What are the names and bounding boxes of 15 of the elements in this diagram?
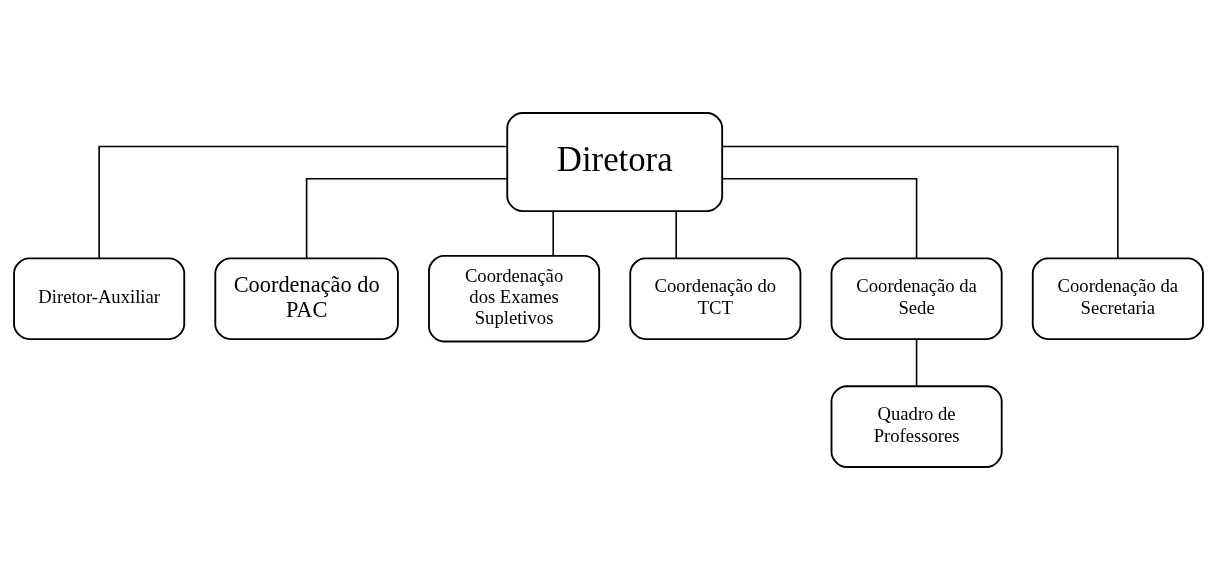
connector: [305, 178, 508, 259]
node-box: Quadro de Professores: [830, 385, 1003, 468]
node-box: Coordenação da Secretaria: [1031, 257, 1204, 340]
node-box: Diretora: [506, 112, 724, 213]
connector: [552, 210, 555, 257]
node-box: Coordenação do PAC: [214, 257, 399, 340]
connector: [675, 210, 677, 259]
node-box: Coordenação da Sede: [830, 257, 1003, 340]
connector: [721, 178, 918, 259]
connector: [915, 338, 918, 387]
node-box: Coordenação do TCT: [629, 257, 802, 340]
node-box: Diretor-Auxiliar: [13, 257, 186, 340]
node-box: Coordenação dos Exames Supletivos: [428, 254, 601, 343]
connector: [98, 145, 508, 260]
connector: [721, 145, 1119, 260]
